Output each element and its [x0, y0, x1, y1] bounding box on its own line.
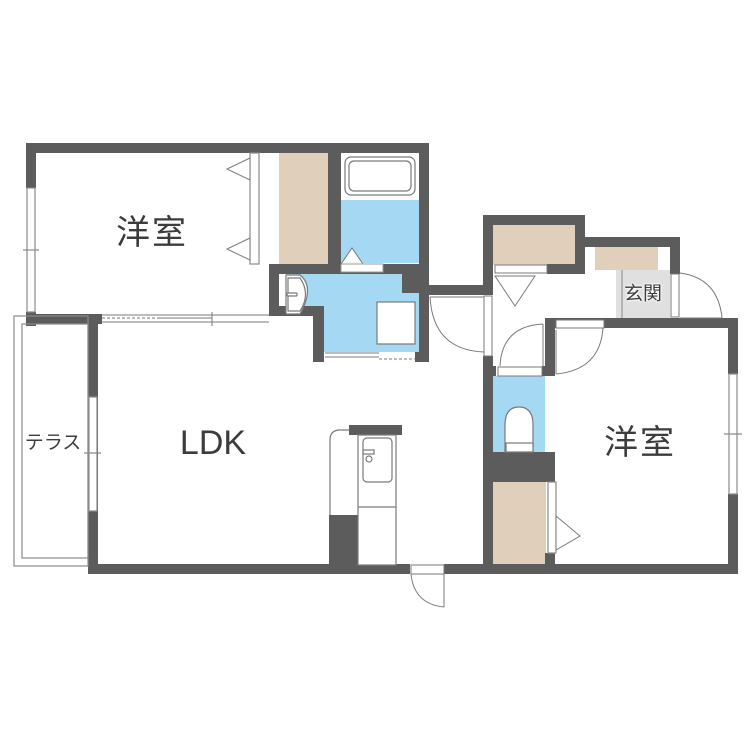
closet-top-left — [279, 153, 328, 264]
door-swings — [410, 272, 723, 608]
room-label-western-room-2: 洋室 — [604, 423, 676, 463]
closet-hall — [493, 225, 575, 265]
room-label-ldk: LDK — [179, 424, 247, 462]
bathtub-icon — [341, 153, 419, 200]
entrance-floor — [616, 270, 670, 319]
terrace-outline — [13, 315, 89, 567]
washing-machine-space-icon — [376, 301, 416, 345]
windows — [23, 152, 742, 554]
closet-door-markers — [225, 157, 581, 551]
kitchen-counter — [329, 429, 397, 566]
room-label-western-room-1: 洋室 — [116, 213, 188, 253]
washbasin-icon — [285, 274, 309, 315]
toilet-icon — [504, 406, 534, 453]
sliding-door — [102, 312, 415, 360]
shoe-closet — [595, 247, 658, 270]
room-label-terrace: テラス — [24, 431, 82, 454]
room-label-entrance: 玄関 — [623, 282, 663, 305]
kitchen-sink-icon — [362, 437, 393, 483]
closet-right-room — [493, 482, 546, 564]
